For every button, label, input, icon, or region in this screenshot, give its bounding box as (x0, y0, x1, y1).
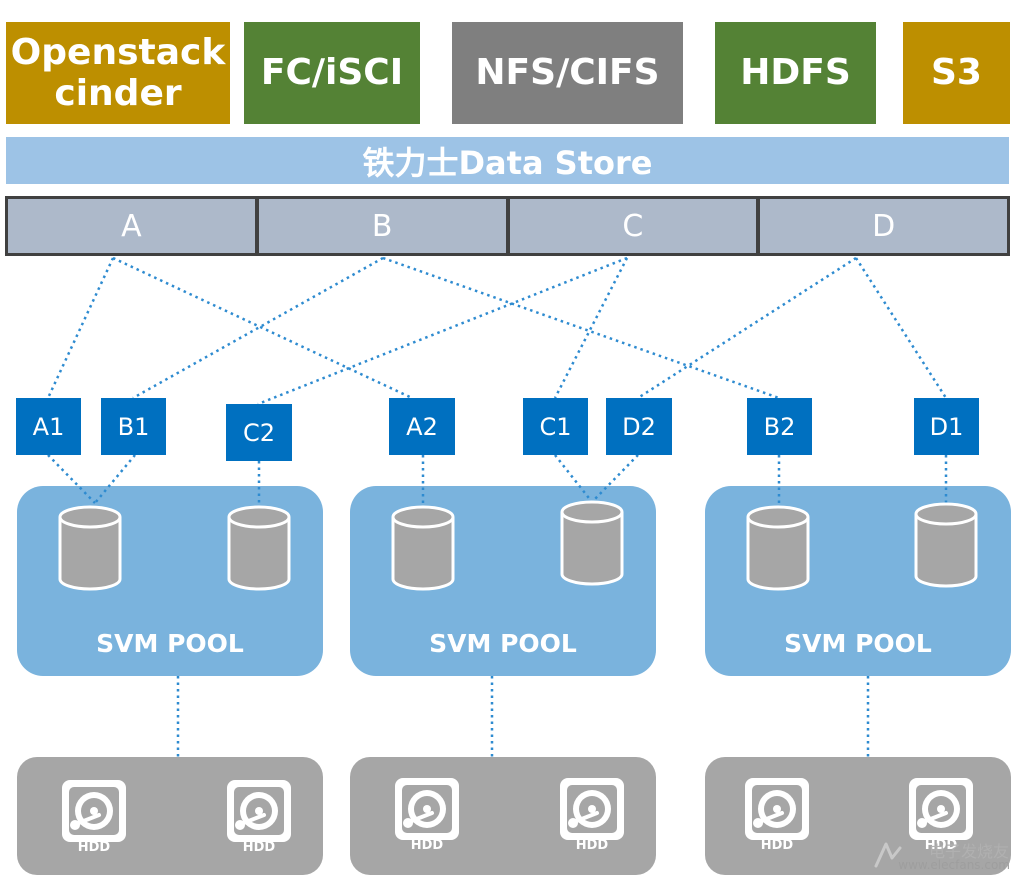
database-icon (914, 502, 978, 588)
watermark-url: www.elecfans.com (898, 858, 1010, 872)
volume-c: C (509, 199, 757, 253)
database-icon (58, 505, 122, 591)
hdd-label: HDD (242, 840, 276, 855)
replica-c1: C1 (523, 398, 588, 455)
hdd-label: HDD (575, 838, 609, 853)
replica-a1: A1 (16, 398, 81, 455)
hdd-icon: HDD (59, 778, 129, 858)
replica-d2: D2 (606, 398, 672, 455)
hdd-label: HDD (77, 840, 111, 855)
protocol-hdfs: HDFS (715, 22, 876, 124)
replica-c2: C2 (226, 404, 292, 461)
database-icon (746, 505, 810, 591)
database-icon (391, 505, 455, 591)
hdd-label: HDD (760, 838, 794, 853)
protocol-openstack-cinder: Openstack cinder (6, 22, 230, 124)
watermark-cn: 电子发烧友 (928, 842, 1009, 861)
volume-b: B (258, 199, 506, 253)
hdd-icon: HDD (906, 776, 976, 856)
hdd-label: HDD (924, 838, 958, 853)
volume-row: A B C D (5, 196, 1010, 256)
watermark-logo-icon (870, 836, 910, 876)
database-icon (227, 505, 291, 591)
hdd-icon: HDD (557, 776, 627, 856)
volume-a: A (8, 199, 255, 253)
data-store-bar: 铁力士Data Store (6, 137, 1009, 184)
replica-b1: B1 (101, 398, 166, 455)
hdd-icon: HDD (224, 778, 294, 858)
database-icon (560, 500, 624, 586)
replica-d1: D1 (914, 398, 979, 455)
hdd-label: HDD (410, 838, 444, 853)
hdd-icon: HDD (392, 776, 462, 856)
svm-pool-label: SVM POOL (96, 629, 244, 658)
protocol-nfs-cifs: NFS/CIFS (452, 22, 683, 124)
svm-pool-label: SVM POOL (429, 629, 577, 658)
replica-a2: A2 (389, 398, 455, 455)
protocol-fc-iscsi: FC/iSCI (244, 22, 420, 124)
volume-d: D (760, 199, 1007, 253)
replica-b2: B2 (747, 398, 812, 455)
svm-pool-label: SVM POOL (784, 629, 932, 658)
protocol-s3: S3 (903, 22, 1010, 124)
hdd-icon: HDD (742, 776, 812, 856)
